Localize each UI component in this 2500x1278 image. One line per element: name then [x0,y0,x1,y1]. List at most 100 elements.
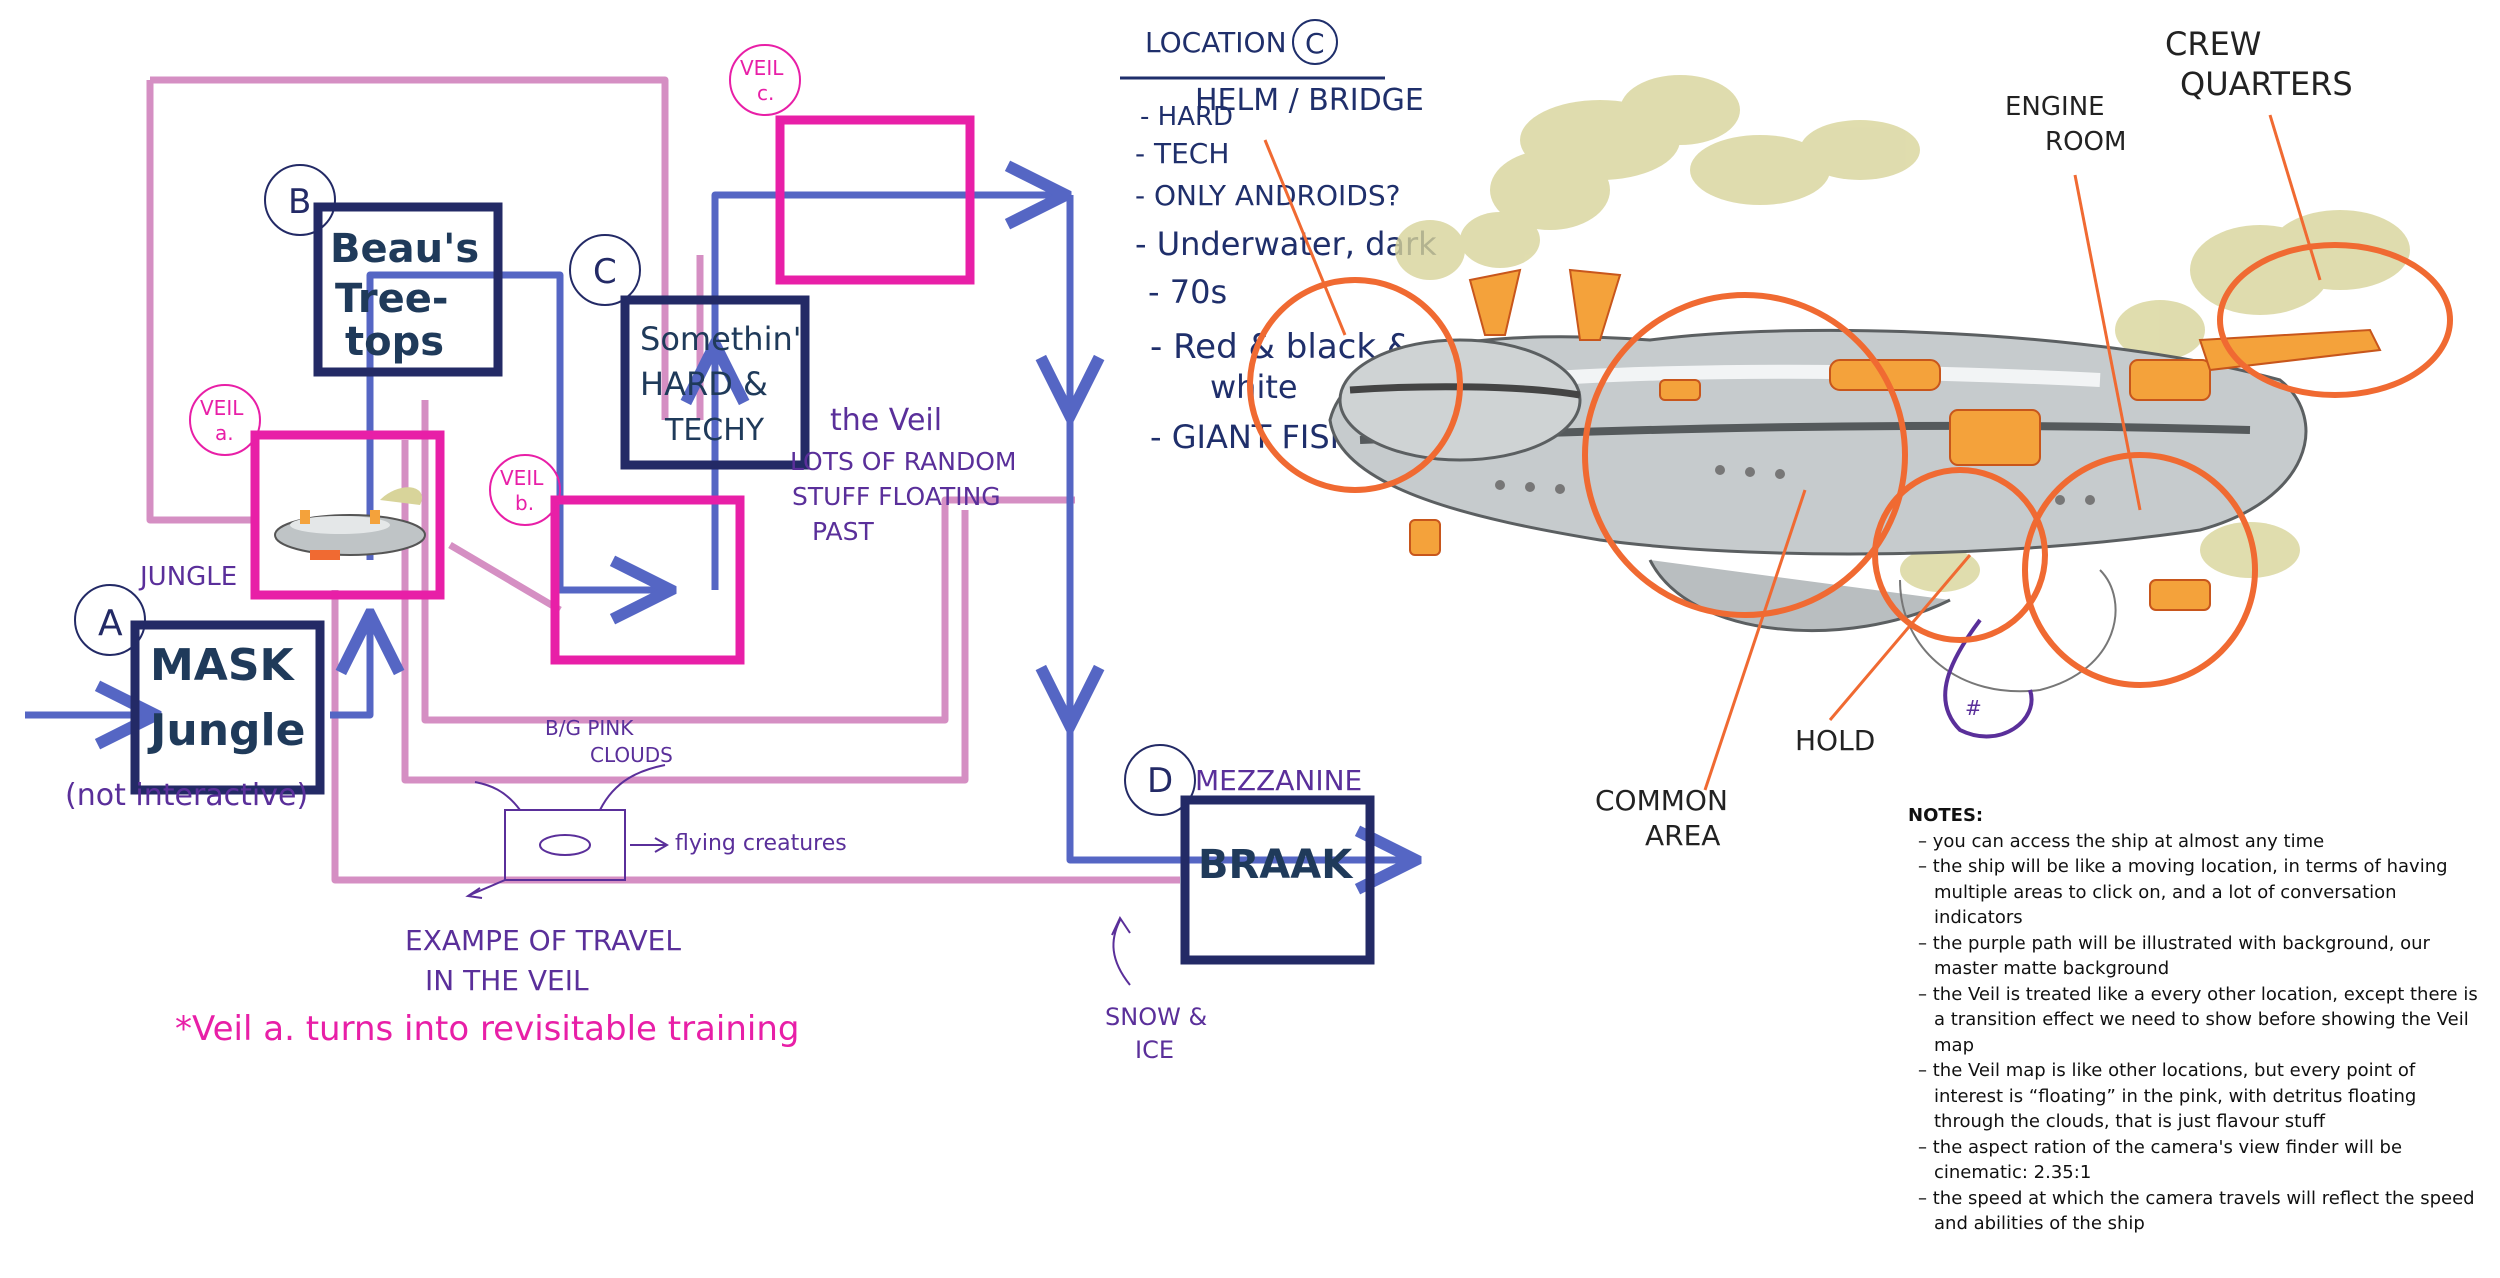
helm-leader [1263,139,1347,336]
location-c-header-circle [1292,19,1338,65]
location-c-item-androids: - ONLY ANDROIDS? [1135,179,1400,212]
location-c-item-underwater: - Underwater, dark [1135,225,1437,263]
letter-a: A [98,603,123,644]
notes-item: the ship will be like a moving location,… [1908,854,2488,931]
notes-item: you can access the ship at almost any ti… [1908,829,2488,855]
ship-bridge-stripe [1349,383,1581,399]
location-c-item-hard: - HARD [1140,102,1233,132]
veil-b-label-1: VEIL [500,466,544,490]
notes-item: the Veil map is like other locations, bu… [1908,1058,2488,1135]
hold-hook [1943,618,2034,739]
veil-a-label-2: a. [215,421,234,445]
location-d-box[interactable] [1180,795,1375,965]
pink-path-diagonal [448,541,562,614]
not-interactive-note: (not interactive) [65,778,308,813]
snow-ice-arrow [1111,915,1131,986]
location-c-item-fish: - GIANT FISH [1150,418,1354,456]
common-area-label-1: COMMON [1595,784,1728,817]
veil-b-label-circle [489,454,561,526]
random-stuff-3: PAST [812,517,874,546]
travel-example-1: EXAMPE OF TRAVEL [405,924,681,957]
engine-room-label-2: ROOM [2045,127,2126,157]
bg-pink-clouds-2: CLOUDS [590,743,673,767]
location-c-box[interactable] [620,295,810,470]
crew-quarters-label-2: QUARTERS [2180,65,2353,103]
engine-room-circle[interactable] [2022,452,2258,688]
ship-illustration: # [1328,75,2410,739]
pink-path-network [146,76,1180,884]
engine-room-label-1: ENGINE [2005,92,2105,122]
veil-c-label-2: c. [757,81,774,105]
left-diagram-text: A JUNGLE MASK Jungle (not interactive) B… [65,56,1362,1064]
blue-path-network [25,195,1410,860]
bg-pink-clouds-1: B/G PINK [545,716,634,740]
beaus-treetops-title-2: Tree- [335,276,448,322]
common-leader [1703,489,1807,791]
hold-circle[interactable] [1872,467,2048,643]
location-a-box[interactable] [130,620,325,795]
location-b-box[interactable] [313,202,503,377]
letter-c-circle [569,234,641,306]
snow-ice-1: SNOW & [1105,1003,1207,1031]
letter-a-circle [74,584,146,656]
crew-quarters-label-1: CREW [2165,25,2261,63]
location-c-item-70s: - 70s [1148,273,1227,311]
veil-a-label-circle [189,384,261,456]
location-c-header-letter: C [1305,27,1325,60]
hold-leader [1828,554,1972,721]
common-area-label-2: AREA [1645,819,1720,852]
veil-b-box[interactable] [550,495,745,665]
veil-b-label-2: b. [515,491,534,515]
ship-area-circles [1247,242,2453,688]
somethin-hard-title-3: TECHY [664,413,765,448]
braak-title: BRAAK [1198,842,1354,888]
veil-a-box[interactable] [250,430,445,600]
location-c-header: LOCATION [1145,26,1287,59]
letter-c: C [593,252,617,292]
jungle-label: JUNGLE [138,562,237,592]
veil-c-label-1: VEIL [740,56,784,80]
beaus-treetops-title-1: Beau's [330,226,479,272]
pink-path-inner [421,400,1075,724]
crew-leader [2268,114,2322,281]
notes-item: the Veil is treated like a every other l… [1908,982,2488,1059]
beaus-treetops-title-3: tops [345,319,444,365]
random-stuff-2: STUFF FLOATING [792,482,1001,511]
veil-label-circles [189,44,801,526]
mezzanine-label: MEZZANINE [1195,764,1362,797]
smoke-clouds [1395,75,2410,592]
somethin-hard-title-1: Somethin' [640,320,802,358]
hold-hook-mark: # [1965,696,1982,720]
flying-creatures-label: flying creatures [675,831,847,856]
blue-path-veil-b [711,195,1060,590]
helm-bridge-circle[interactable] [1247,277,1463,493]
crew-quarters-circle[interactable] [2217,242,2453,398]
veil-c-label-circle [729,44,801,116]
notes-list: you can access the ship at almost any ti… [1908,829,2488,1237]
veil-c-box[interactable] [775,115,975,285]
pink-path-bottom [331,590,1180,884]
location-letter-circles [74,164,1196,816]
notes-item: the aspect ration of the camera's view f… [1908,1135,2488,1186]
letter-b: B [288,182,311,222]
notes-item: the speed at which the camera travels wi… [1908,1186,2488,1237]
veil-boxes [250,115,975,665]
location-boxes [130,202,1375,965]
blue-path-down [1066,195,1410,860]
training-note: *Veil a. turns into revisitable training [175,1009,799,1049]
notes-title: NOTES: [1908,805,1984,826]
mask-jungle-title-1: MASK [150,640,296,691]
pink-path-outer-loop [146,76,669,524]
pink-path-lower [401,440,969,784]
common-area-circle[interactable] [1582,292,1908,618]
letter-d-circle [1124,744,1196,816]
hold-label: HOLD [1795,724,1875,757]
the-veil-label: the Veil [830,403,942,438]
snow-ice-2: ICE [1135,1036,1174,1064]
veil-a-label-1: VEIL [200,396,244,420]
location-c-item-helm: HELM / BRIDGE [1195,83,1424,118]
notes-panel: NOTES: you can access the ship at almost… [1908,803,2488,1237]
ship-labels: ENGINE ROOM CREW QUARTERS HOLD COMMON AR… [1595,25,2353,852]
ship-net [1899,569,2117,693]
ship-funnels [1409,268,2382,611]
